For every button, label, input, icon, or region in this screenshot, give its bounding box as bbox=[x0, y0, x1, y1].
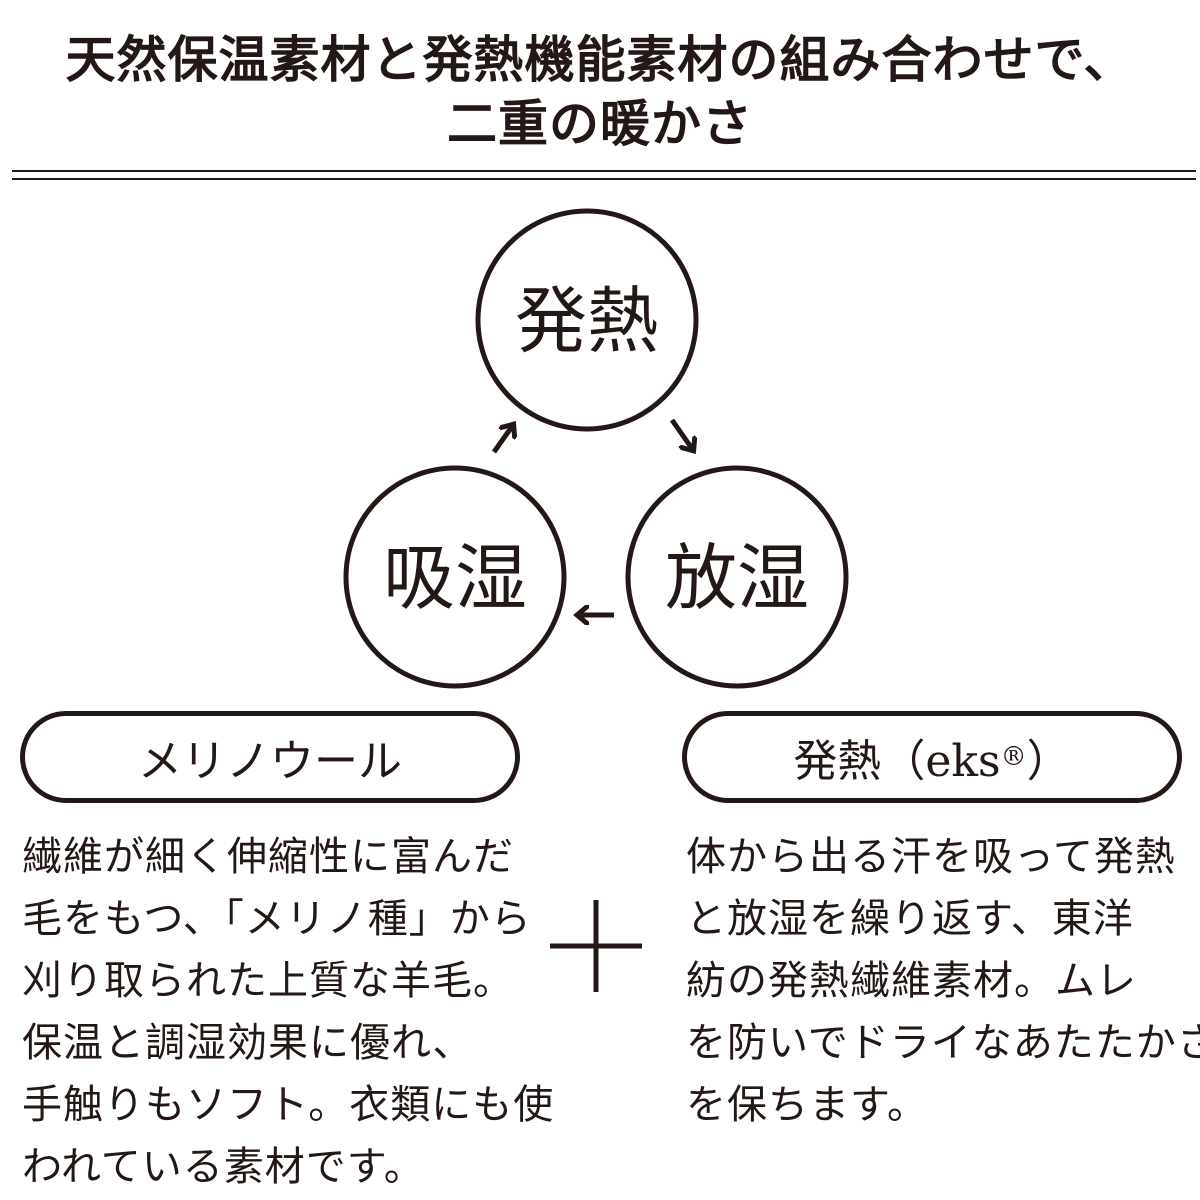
merino-wool-description: 繊維が細く伸縮性に富んだ 毛をもつ、「メリノ種」から 刈り取られた上質な羊毛。 … bbox=[22, 826, 555, 1198]
title-line-2: 二重の暖かさ bbox=[447, 94, 753, 153]
cycle-node-right-label: 放湿 bbox=[664, 536, 809, 620]
eks-description-line: と放湿を繰り返す、東洋 bbox=[686, 896, 1134, 942]
arrow-top-to-right bbox=[669, 418, 693, 450]
cycle-node-top-circle bbox=[475, 208, 699, 432]
merino-description-line: 保温と調湿効果に優れ、 bbox=[22, 1020, 474, 1066]
merino-description-line: 毛をもつ、「メリノ種」から bbox=[22, 896, 532, 942]
cycle-node-left-label: 吸湿 bbox=[382, 536, 527, 620]
eks-description-line: 紡の発熱繊維素材。ムレ bbox=[686, 958, 1137, 1004]
eks-label-close: ） bbox=[1026, 736, 1071, 787]
merino-wool-label-pill: メリノウール bbox=[20, 711, 520, 803]
cycle-node-left-circle bbox=[343, 465, 567, 689]
cycle-node-top-label: 発熱 bbox=[514, 279, 659, 363]
page-title: 天然保温素材と発熱機能素材の組み合わせで、 二重の暖かさ bbox=[0, 28, 1200, 156]
eks-label-main: 発熱（eks bbox=[793, 736, 1001, 787]
merino-description-line: 刈り取られた上質な羊毛。 bbox=[22, 958, 514, 1004]
plus-icon bbox=[550, 900, 642, 992]
eks-description-line: を保ちます。 bbox=[686, 1082, 928, 1128]
cycle-node-right-circle bbox=[625, 465, 849, 689]
registered-mark: ® bbox=[1000, 742, 1027, 772]
eks-description-line: 体から出る汗を吸って発熱 bbox=[686, 834, 1176, 880]
merino-wool-label: メリノウール bbox=[138, 736, 402, 787]
title-divider-bottom bbox=[12, 178, 1196, 180]
merino-description-line: われている素材です。 bbox=[22, 1144, 425, 1190]
title-line-1: 天然保温素材と発熱機能素材の組み合わせで、 bbox=[65, 30, 1135, 89]
merino-description-line: 繊維が細く伸縮性に富んだ bbox=[22, 834, 514, 880]
title-divider-top bbox=[12, 170, 1196, 172]
arrow-left-to-top bbox=[491, 425, 513, 454]
eks-description: 体から出る汗を吸って発熱 と放湿を繰り返す、東洋 紡の発熱繊維素材。ムレ を防い… bbox=[686, 826, 1200, 1136]
eks-description-line: を防いでドライなあたたかさ bbox=[686, 1020, 1200, 1066]
eks-label-pill: 発熱（eks®） bbox=[682, 711, 1182, 803]
merino-description-line: 手触りもソフト。衣類にも使 bbox=[22, 1082, 555, 1128]
